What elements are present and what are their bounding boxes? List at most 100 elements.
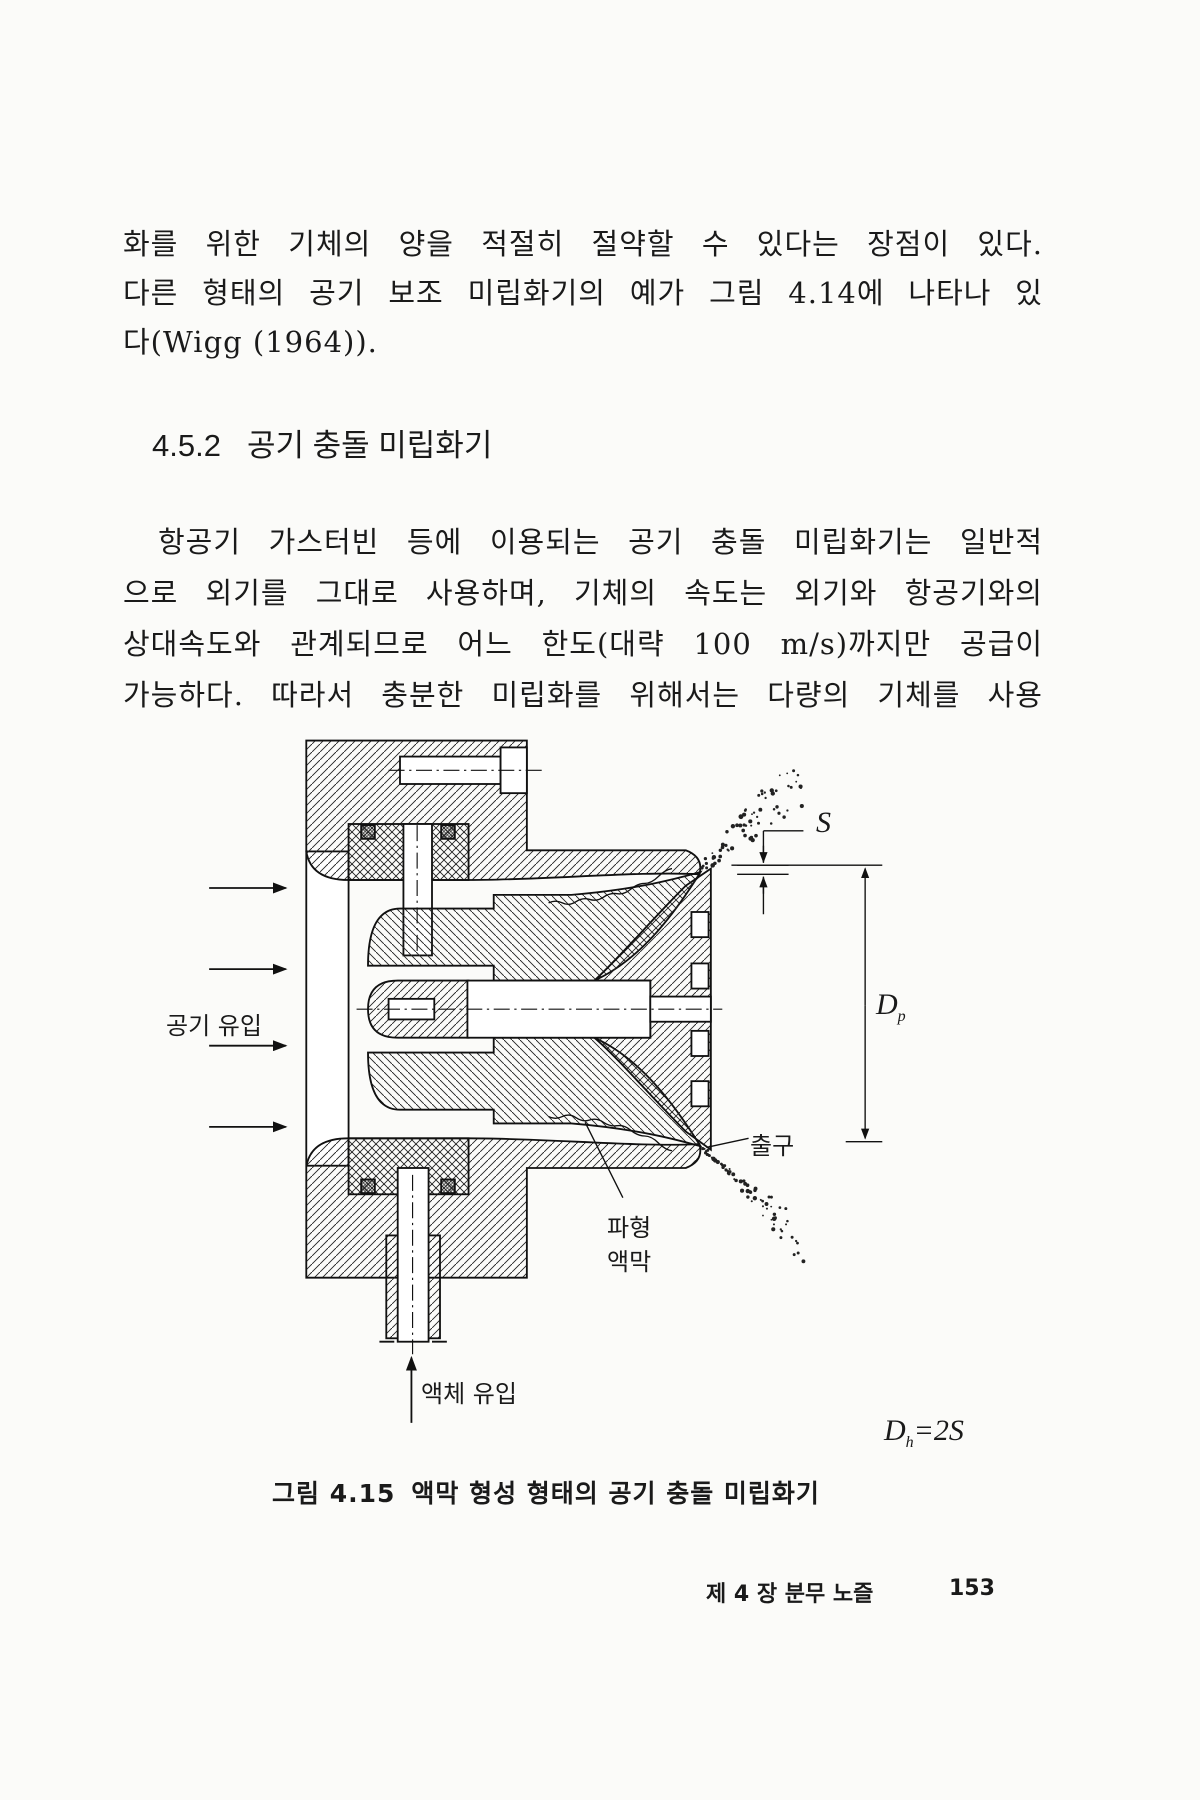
spray-dot (770, 1205, 773, 1208)
spray-dot (706, 1148, 710, 1152)
spray-dot (753, 1188, 757, 1193)
spray-dot (704, 1151, 708, 1155)
section-title: 공기 충돌 미립화기 (246, 428, 493, 463)
spray-dot (748, 1190, 753, 1194)
spray-dot (777, 811, 781, 815)
spray-dot (724, 843, 728, 847)
spray-dot (801, 1259, 806, 1264)
spray-dot (743, 809, 747, 812)
spray-dot (796, 773, 800, 777)
spray-dot (742, 823, 746, 827)
spray-dot (738, 823, 743, 828)
spray-dot (733, 1178, 736, 1181)
spray-dot (742, 812, 747, 817)
diameter-subscript: p (897, 1008, 906, 1025)
spray-dot (757, 793, 761, 797)
spray-dot (760, 792, 764, 796)
spray-dot (786, 809, 789, 812)
spray-dot (743, 833, 747, 838)
seal-ring (440, 1178, 456, 1195)
spray-dot (720, 842, 725, 847)
film-leader (584, 1121, 624, 1199)
spray-dot (703, 1147, 706, 1150)
spray-dot (773, 1216, 777, 1220)
gap-dimension (737, 830, 804, 915)
spray-dot (799, 786, 803, 790)
paragraph2-line-1: 항공기 가스터빈 등에 이용되는 공기 충돌 미립화기는 일반적 (158, 525, 1043, 559)
outlet-leader (706, 1137, 749, 1149)
air-inlet-label: 공기 유입 (166, 1012, 262, 1040)
paragraph1-line-2: 다른 형태의 공기 보조 미립화기의 예가 그림 4.14에 나타나 있 (123, 276, 1043, 310)
spray-dot (748, 836, 753, 841)
paragraph2-line-4: 가능하다. 따라서 충분한 미립화를 위해서는 다량의 기체를 사용 (123, 678, 1043, 712)
outlet-label: 출구 (750, 1132, 795, 1160)
spray-dot (752, 811, 756, 814)
spray-dot (710, 863, 715, 868)
paragraph1-line-3: 다(Wigg (1964)). (123, 325, 378, 359)
spray-dot (767, 1195, 771, 1199)
spray-dot (772, 1223, 775, 1226)
formula-subscript: h (905, 1434, 914, 1451)
spray-dot (710, 1156, 713, 1159)
spray-dot (759, 1198, 762, 1201)
page-number: 153 (949, 1576, 995, 1601)
spray-dot (735, 823, 739, 828)
spray-dot (782, 815, 786, 819)
spray-dot (738, 1179, 743, 1184)
spray-dot (794, 1239, 798, 1243)
diameter-dimension (731, 864, 883, 1143)
spray-dot (796, 1241, 799, 1245)
figure-number: 그림 4.15 (272, 1479, 396, 1508)
gap-label: S (816, 806, 831, 839)
spray-dot (705, 866, 709, 870)
spray-dot (761, 1199, 764, 1203)
spray-dot (740, 1188, 745, 1193)
running-footer-chapter: 제 4 장 분무 노즐 (706, 1582, 874, 1607)
paragraph2-line-2: 으로 외기를 그대로 사용하며, 기체의 속도는 외기와 항공기와의 (123, 576, 1043, 610)
spray-dot (775, 805, 779, 809)
spray-dot (730, 824, 736, 829)
spray-dot (792, 769, 796, 773)
liquid-film-lower (548, 1114, 673, 1152)
spray-dot (779, 1236, 783, 1240)
spray-dot (718, 848, 723, 852)
cap-screw (690, 911, 710, 939)
spray-droplets (700, 769, 806, 1264)
cap-screw (690, 1080, 710, 1108)
seal-ring (440, 824, 456, 840)
liquid-film-upper (548, 867, 673, 905)
spray-dot (757, 821, 760, 825)
spray-dot (789, 785, 793, 789)
cap-screw (690, 1029, 710, 1057)
spray-dot (711, 852, 714, 855)
spray-dot (727, 1172, 731, 1176)
spray-dot (778, 1206, 782, 1210)
spray-dot (714, 862, 717, 865)
spray-dot (772, 1212, 777, 1216)
spray-dot (742, 1179, 746, 1183)
spray-dot (796, 1251, 800, 1255)
spray-dot (799, 804, 804, 809)
hydraulic-diameter-formula: Dh=2S (884, 1414, 964, 1452)
centerline (356, 769, 723, 1355)
spray-dot (756, 815, 759, 819)
spray-dot (762, 1214, 764, 1217)
spray-dot (738, 814, 744, 819)
spray-dot (717, 858, 721, 863)
spray-dot (750, 824, 753, 827)
spray-dot (758, 807, 763, 812)
spray-dot (727, 849, 730, 852)
spray-dot (741, 828, 746, 833)
spray-dot (786, 1219, 789, 1223)
spray-dot (786, 772, 789, 775)
spray-dot (728, 1168, 731, 1171)
spray-dot (770, 791, 775, 796)
spray-dot (774, 789, 778, 793)
spray-dot (701, 1146, 705, 1151)
diameter-symbol: D (876, 988, 898, 1021)
formula-symbol: D (884, 1414, 906, 1447)
spray-dot (746, 1195, 750, 1199)
liquid-bore (396, 1167, 430, 1343)
